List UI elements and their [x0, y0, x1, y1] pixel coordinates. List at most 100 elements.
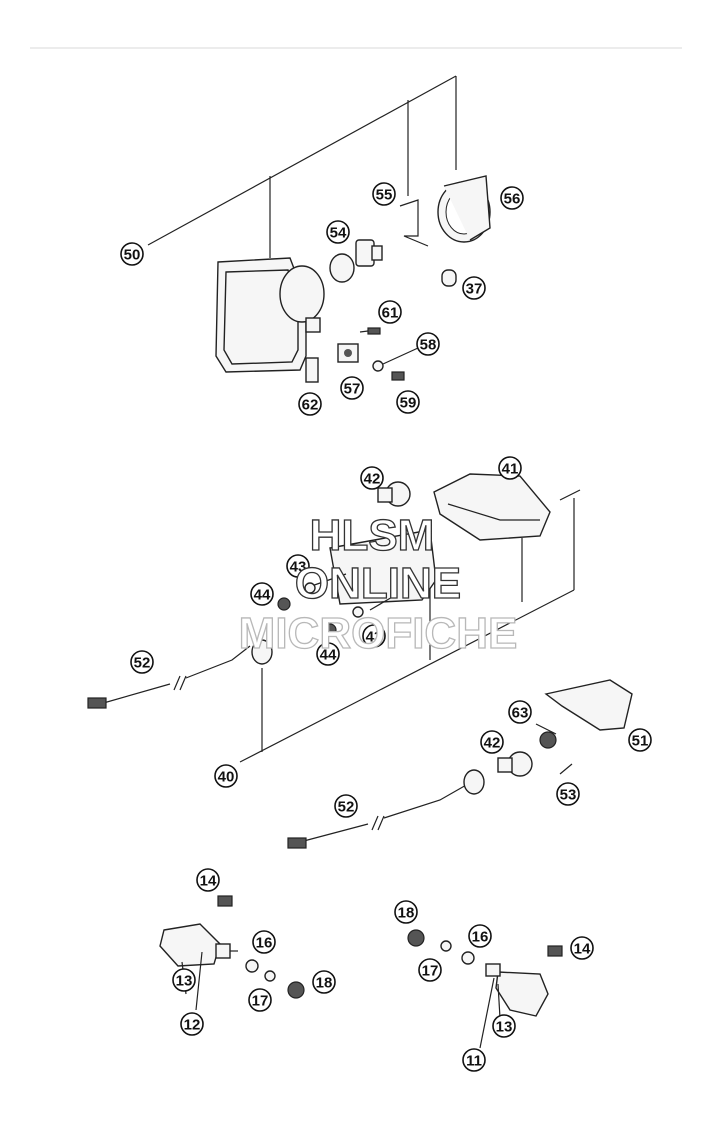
callout-circle: [418, 958, 442, 982]
callout-54: 54: [326, 220, 350, 244]
callout-number: 11: [466, 1053, 482, 1070]
callout-number: 55: [376, 187, 393, 204]
callout-number: 62: [302, 397, 319, 414]
turn-signal-icon: [485, 963, 549, 1017]
callout-13: 13: [172, 968, 196, 992]
callout-18: 18: [312, 970, 336, 994]
watermark-line-1: HLSM: [310, 511, 435, 560]
headlight-housing-icon: [215, 257, 325, 373]
callout-number: 52: [134, 655, 151, 672]
bulb-icon: [497, 751, 533, 777]
bulb-icon: [377, 481, 411, 507]
callout-number: 52: [338, 799, 355, 816]
callout-number: 16: [256, 935, 273, 952]
screw-icon: [559, 489, 581, 501]
callout-61: 61: [378, 300, 402, 324]
callout-16: 16: [468, 924, 492, 948]
callout-number: 18: [398, 905, 415, 922]
callout-17: 17: [248, 988, 272, 1012]
screw-icon: [391, 371, 405, 381]
callout-14: 14: [196, 868, 220, 892]
callout-circle: [130, 650, 154, 674]
clip-icon: [305, 357, 319, 383]
callout-13: 13: [492, 1014, 516, 1038]
callout-circle: [396, 390, 420, 414]
callout-circle: [180, 1012, 204, 1036]
callout-circle: [172, 968, 196, 992]
callout-53: 53: [556, 782, 580, 806]
turn-signal-right: [407, 929, 563, 1049]
callout-circle: [334, 794, 358, 818]
callout-44: 44: [250, 582, 274, 606]
callout-circle: [462, 276, 486, 300]
callout-circle: [378, 300, 402, 324]
callout-circle: [252, 930, 276, 954]
callout-circle: [286, 554, 310, 578]
nut-icon: [323, 623, 337, 637]
washer-icon: [304, 582, 316, 594]
screw-icon: [359, 327, 381, 335]
callout-circle: [326, 220, 350, 244]
trim-ring-icon: [437, 175, 491, 243]
screw-icon: [217, 895, 233, 907]
lock-washer-icon: [440, 940, 452, 952]
headlight-assembly: [147, 75, 491, 383]
lock-washer-icon: [264, 970, 276, 982]
turn-signal-icon: [159, 923, 238, 967]
callout-number: 42: [484, 735, 501, 752]
socket-icon: [535, 723, 557, 749]
washer-icon: [372, 360, 384, 372]
callout-number: 43: [290, 559, 307, 576]
callout-circle: [416, 332, 440, 356]
callout-number: 14: [574, 941, 591, 958]
callout-number: 54: [330, 225, 347, 242]
callout-43: 43: [362, 624, 386, 648]
callout-number: 51: [632, 733, 649, 750]
callout-number: 61: [382, 305, 399, 322]
callout-circle: [394, 900, 418, 924]
callout-circle: [508, 700, 532, 724]
callout-number: 53: [560, 787, 577, 804]
callout-circle: [498, 456, 522, 480]
screw-icon: [559, 763, 573, 775]
callout-58: 58: [416, 332, 440, 356]
callout-42: 42: [480, 730, 504, 754]
callout-circle: [628, 728, 652, 752]
callout-number: 18: [316, 975, 333, 992]
watermark-line-3: MICROFICHE: [239, 609, 518, 658]
callout-52: 52: [130, 650, 154, 674]
callout-number: 14: [200, 873, 217, 890]
small-bulb-icon: [441, 269, 457, 287]
callout-circle: [298, 392, 322, 416]
callout-number: 37: [466, 281, 483, 298]
callout-number: 59: [400, 395, 417, 412]
washer-icon: [245, 959, 259, 973]
turn-signal-left: [159, 895, 305, 1011]
washer-icon: [352, 606, 364, 618]
callout-circle: [248, 988, 272, 1012]
callout-circle: [480, 730, 504, 754]
callout-number: 13: [496, 1019, 513, 1036]
lens-cover-icon: [433, 473, 551, 541]
wire-harness-icon: [87, 639, 273, 709]
headlight-bulb-icon: [329, 239, 383, 283]
callout-42: 42: [360, 466, 384, 490]
callout-circle: [360, 466, 384, 490]
callout-41: 41: [498, 456, 522, 480]
taillight-assembly: [87, 473, 633, 849]
callout-number: 43: [366, 629, 383, 646]
watermark: HLSM ONLINE MICROFICHE: [238, 510, 518, 658]
callout-number: 13: [176, 973, 193, 990]
callout-circle: [196, 868, 220, 892]
washer-icon: [461, 951, 475, 965]
callout-circle: [340, 376, 364, 400]
screw-icon: [547, 945, 563, 957]
callout-circle: [120, 242, 144, 266]
callout-11: 11: [462, 1048, 486, 1072]
callout-circle: [492, 1014, 516, 1038]
callout-57: 57: [340, 376, 364, 400]
callout-43: 43: [286, 554, 310, 578]
callout-number: 17: [422, 963, 439, 980]
callout-18: 18: [394, 900, 418, 924]
